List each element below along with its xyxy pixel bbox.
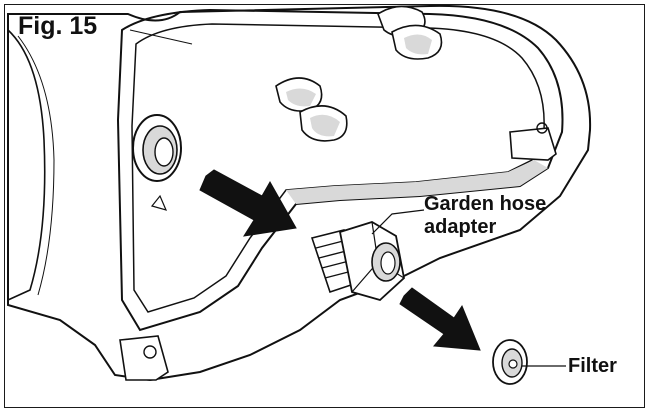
filter (492, 339, 528, 385)
rim-outer (116, 8, 564, 332)
foot-bottom (119, 335, 169, 381)
foot-right (509, 127, 557, 161)
inlet-port-bore (154, 137, 174, 167)
arrow-to-filter (399, 287, 481, 351)
side-panel-edge (7, 29, 46, 301)
side-panel-edge-inner (17, 35, 55, 296)
figure-frame (4, 4, 645, 408)
filter-center (508, 359, 518, 369)
rim-shadow (286, 160, 548, 204)
filter-label: Filter (568, 355, 617, 377)
arrow-to-machine (199, 169, 297, 237)
garden-hose-adapter (310, 221, 405, 302)
figure-title: Fig. 15 (18, 12, 98, 40)
adapter-label-line-2: adapter (424, 216, 497, 238)
adapter-opening-inner (380, 251, 396, 275)
foot-bottom-hole (143, 345, 157, 359)
inlet-symbol (150, 194, 168, 211)
adapter-label-line-1: Garden hose (424, 193, 547, 215)
garden-hose-adapter-label: Garden hose adapter (424, 193, 546, 239)
panel-bump-shading (286, 34, 432, 137)
foot-right-hole (536, 122, 548, 134)
top-leader-line (129, 29, 193, 45)
adapter-leader-line (371, 209, 425, 235)
